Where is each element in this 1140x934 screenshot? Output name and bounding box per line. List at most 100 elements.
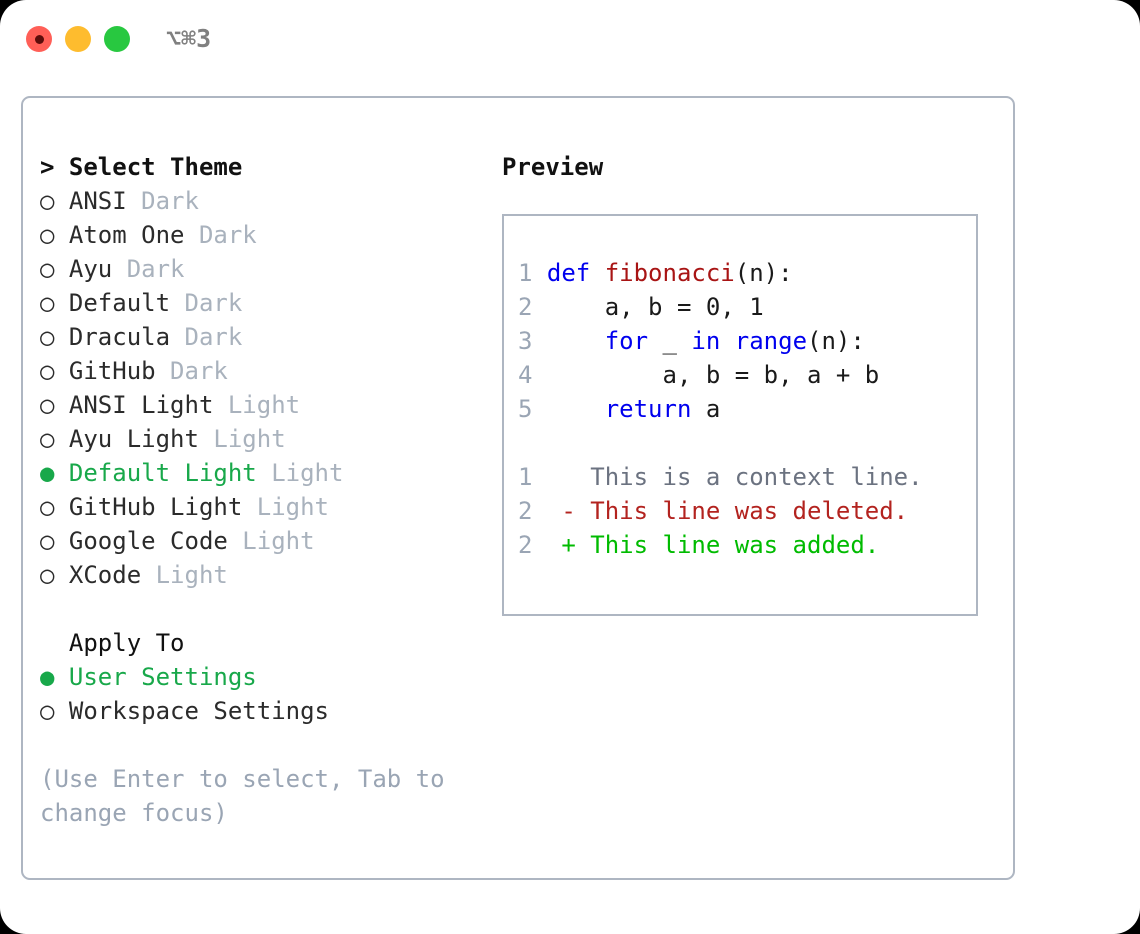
code-token xyxy=(532,395,604,423)
code-line: 5 return a xyxy=(518,392,972,426)
theme-name: Default xyxy=(54,289,171,317)
maximize-window-button[interactable] xyxy=(104,26,130,52)
radio-selected-icon: ● xyxy=(40,663,55,691)
code-token: range xyxy=(734,327,808,355)
diff-line-number: 2 xyxy=(518,497,533,525)
code-token: _ xyxy=(648,327,692,355)
theme-list-item[interactable]: ○ Default Dark xyxy=(40,286,480,320)
code-line-number: 5 xyxy=(518,395,533,423)
theme-list-item[interactable]: ○ XCode Light xyxy=(40,558,480,592)
theme-list-item[interactable]: ○ ANSI Dark xyxy=(40,184,480,218)
theme-list-item[interactable]: ○ Dracula Dark xyxy=(40,320,480,354)
apply-to-item[interactable]: ○ Workspace Settings xyxy=(40,694,480,728)
diff-line-number: 1 xyxy=(518,463,533,491)
diff-line: 2 + This line was added. xyxy=(518,528,972,562)
radio-unselected-icon: ○ xyxy=(40,323,55,351)
theme-name: Atom One xyxy=(54,221,185,249)
apply-to-item[interactable]: ● User Settings xyxy=(40,660,480,694)
theme-list-item[interactable]: ○ Atom One Dark xyxy=(40,218,480,252)
theme-category-badge: Dark xyxy=(170,323,243,351)
code-line-number: 2 xyxy=(518,293,533,321)
close-window-button[interactable] xyxy=(26,26,52,52)
theme-list-item[interactable]: ○ GitHub Dark xyxy=(40,354,480,388)
theme-list: ○ ANSI Dark○ Atom One Dark○ Ayu Dark○ De… xyxy=(40,184,480,592)
theme-category-badge: Light xyxy=(242,493,329,521)
code-token xyxy=(532,327,604,355)
code-line-number: 1 xyxy=(518,259,533,287)
theme-name: Default Light xyxy=(54,459,257,487)
radio-unselected-icon: ○ xyxy=(40,697,55,725)
theme-list-panel: > Select Theme ○ ANSI Dark○ Atom One Dar… xyxy=(40,150,480,830)
theme-category-badge: Light xyxy=(227,527,315,555)
code-token: for xyxy=(604,327,649,355)
theme-name: GitHub Light xyxy=(54,493,243,521)
theme-name: Ayu xyxy=(54,255,113,283)
theme-selector-dialog: > Select Theme ○ ANSI Dark○ Atom One Dar… xyxy=(21,96,1015,880)
radio-selected-icon: ● xyxy=(40,459,55,487)
code-token xyxy=(720,327,734,355)
keyboard-shortcut-label: ⌥⌘3 xyxy=(166,24,212,53)
preview-panel: Preview 1 def fibonacci(n):2 a, b = 0, 1… xyxy=(502,150,992,616)
theme-category-badge: Dark xyxy=(184,221,257,249)
code-token: def xyxy=(532,259,605,287)
theme-category-badge: Light xyxy=(256,459,344,487)
apply-to-header: Apply To xyxy=(40,629,185,657)
title-bar: ⌥⌘3 xyxy=(0,0,1140,78)
code-token: a xyxy=(691,395,721,423)
theme-category-badge: Dark xyxy=(170,289,243,317)
theme-list-item[interactable]: ○ Ayu Dark xyxy=(40,252,480,286)
apply-to-list: ● User Settings○ Workspace Settings xyxy=(40,660,480,728)
traffic-light-group xyxy=(26,26,130,52)
radio-unselected-icon: ○ xyxy=(40,357,55,385)
code-token: (n): xyxy=(807,327,865,355)
theme-category-badge: Dark xyxy=(112,255,185,283)
diff-line-text: This is a context line. xyxy=(532,463,923,491)
theme-name: XCode xyxy=(54,561,142,589)
theme-list-item[interactable]: ○ Google Code Light xyxy=(40,524,480,558)
diff-line-number: 2 xyxy=(518,531,533,559)
theme-name: Google Code xyxy=(54,527,228,555)
diff-line: 2 - This line was deleted. xyxy=(518,494,972,528)
apply-to-label: User Settings xyxy=(54,663,257,691)
radio-unselected-icon: ○ xyxy=(40,493,55,521)
radio-unselected-icon: ○ xyxy=(40,221,55,249)
theme-list-item[interactable]: ○ Ayu Light Light xyxy=(40,422,480,456)
theme-name: Dracula xyxy=(54,323,171,351)
diff-sample: 1 This is a context line. 2 - This line w… xyxy=(518,460,972,562)
code-token: return xyxy=(604,395,692,423)
apply-to-label: Workspace Settings xyxy=(54,697,329,725)
code-token: in xyxy=(691,327,721,355)
radio-unselected-icon: ○ xyxy=(40,289,55,317)
theme-name: ANSI Light xyxy=(54,391,214,419)
code-line: 2 a, b = 0, 1 xyxy=(518,290,972,324)
code-token: (n): xyxy=(734,259,793,287)
section-spacer xyxy=(40,592,480,626)
theme-list-header: > Select Theme xyxy=(40,153,243,181)
radio-unselected-icon: ○ xyxy=(40,255,55,283)
diff-line-text: + This line was added. xyxy=(532,531,880,559)
theme-name: Ayu Light xyxy=(54,425,199,453)
diff-line-text: - This line was deleted. xyxy=(532,497,909,525)
radio-unselected-icon: ○ xyxy=(40,527,55,555)
theme-category-badge: Light xyxy=(141,561,228,589)
code-token: fibonacci xyxy=(604,259,735,287)
theme-list-item[interactable]: ○ GitHub Light Light xyxy=(40,490,480,524)
preview-title: Preview xyxy=(502,153,604,181)
radio-unselected-icon: ○ xyxy=(40,425,55,453)
theme-list-item[interactable]: ○ ANSI Light Light xyxy=(40,388,480,422)
code-line: 1 def fibonacci(n): xyxy=(518,256,972,290)
code-token: a, b = 0, 1 xyxy=(532,293,764,321)
theme-category-badge: Light xyxy=(213,391,301,419)
theme-category-badge: Dark xyxy=(126,187,199,215)
theme-list-item[interactable]: ● Default Light Light xyxy=(40,456,480,490)
radio-unselected-icon: ○ xyxy=(40,391,55,419)
code-line-number: 3 xyxy=(518,327,533,355)
radio-unselected-icon: ○ xyxy=(40,561,55,589)
minimize-window-button[interactable] xyxy=(65,26,91,52)
code-line: 3 for _ in range(n): xyxy=(518,324,972,358)
theme-category-badge: Dark xyxy=(155,357,228,385)
keyboard-hint-text: (Use Enter to select, Tab to change focu… xyxy=(40,765,445,827)
